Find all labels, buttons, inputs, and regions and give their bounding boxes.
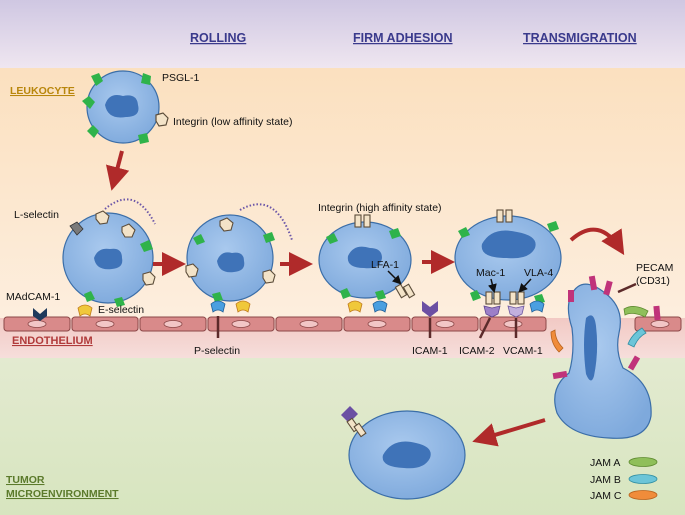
label-l-selectin: L-selectin — [14, 209, 59, 221]
legend-swatch-jam-b — [628, 474, 658, 484]
icam1-marker — [422, 301, 438, 317]
rolling-motion-2 — [239, 203, 293, 241]
stage-transmigration: TRANSMIGRATION — [523, 31, 637, 45]
label-icam1: ICAM-1 — [412, 345, 448, 357]
leukocyte-transmigrating-2 — [550, 275, 661, 439]
label-vcam1: VCAM-1 — [503, 345, 543, 357]
label-p-selectin: P-selectin — [194, 345, 240, 357]
legend-item-jam-c: JAM C — [590, 490, 658, 502]
label-integrin-high: Integrin (high affinity state) — [318, 202, 442, 214]
legend-label-jam-a: JAM A — [590, 457, 620, 469]
leukocyte-rolling-2 — [185, 214, 276, 313]
jam-legend: JAM A JAM B JAM C — [590, 457, 658, 502]
leukocyte-transmigrating-1 — [454, 209, 562, 318]
icam2-pointer — [478, 317, 492, 339]
leukocyte-firm-adhesion — [318, 214, 416, 313]
label-lfa1: LFA-1 — [371, 259, 399, 271]
leukocyte-rolling-1 — [62, 210, 156, 317]
zone-leukocyte: LEUKOCYTE — [10, 85, 75, 97]
legend-label-jam-b: JAM B — [590, 474, 621, 486]
zone-tumor-line1: TUMOR — [6, 474, 45, 486]
arrow-curved-transmigration — [569, 227, 625, 256]
arrow-to-tumor — [472, 418, 546, 447]
header-band — [0, 0, 685, 68]
endothelial-cell-layer — [3, 316, 682, 332]
label-mac1: Mac-1 — [476, 267, 505, 279]
arrow-down — [106, 150, 130, 191]
label-icam2: ICAM-2 — [459, 345, 495, 357]
mac1-pointer — [487, 278, 497, 294]
zone-endothelium: ENDOTHELIUM — [12, 335, 93, 347]
label-integrin-low: Integrin (low affinity state) — [173, 116, 292, 128]
zone-tumor-line2: MICROENVIRONMENT — [6, 488, 119, 500]
label-pecam-line2: (CD31) — [636, 275, 670, 287]
label-madcam1: MAdCAM-1 — [6, 291, 60, 303]
stage-firm-adhesion: FIRM ADHESION — [353, 31, 453, 45]
label-pecam-line1: PECAM — [636, 262, 673, 274]
lfa1-pointer — [387, 270, 402, 285]
madcam1-marker — [33, 308, 47, 321]
psgl1-marker — [91, 73, 103, 86]
leukocyte-free — [82, 70, 169, 144]
label-e-selectin: E-selectin — [98, 304, 144, 316]
label-psgl1: PSGL-1 — [162, 72, 200, 84]
label-vla4: VLA-4 — [524, 267, 553, 279]
legend-swatch-jam-a — [628, 457, 658, 467]
icam-bound-marker — [341, 406, 358, 423]
legend-label-jam-c: JAM C — [590, 490, 622, 502]
stage-rolling: ROLLING — [190, 31, 246, 45]
pecam-pointer — [617, 282, 637, 294]
legend-item-jam-b: JAM B — [590, 474, 658, 486]
vla4-pointer — [518, 278, 532, 293]
leukocyte-in-tumor — [341, 406, 466, 500]
legend-item-jam-a: JAM A — [590, 457, 658, 469]
legend-swatch-jam-c — [628, 490, 658, 500]
